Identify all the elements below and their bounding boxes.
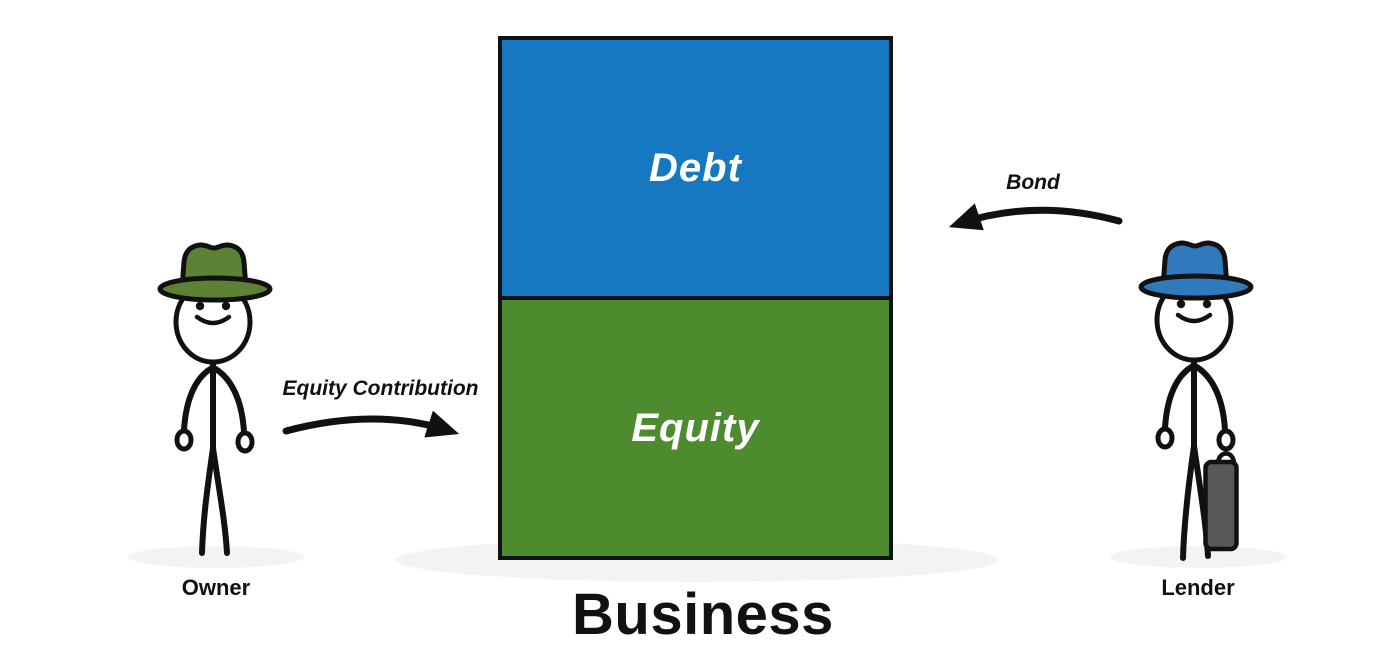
equity-section: Equity — [502, 300, 889, 556]
business-box: Debt Equity — [498, 36, 893, 560]
lender-left-arm — [1162, 363, 1196, 431]
owner-right-arm — [211, 365, 247, 435]
bond-label: Bond — [1006, 171, 1060, 194]
debt-label: Debt — [649, 145, 742, 190]
bond-arrow — [948, 203, 1123, 231]
owner-left-arm — [181, 365, 215, 433]
lender-right-hand — [1216, 428, 1236, 452]
equity-label: Equity — [631, 405, 760, 450]
owner-left-eye — [195, 301, 205, 311]
lender-left-leg — [1180, 443, 1197, 561]
lender-shadow — [1110, 546, 1286, 568]
lender-hat-brim — [1138, 273, 1254, 301]
owner-shadow — [128, 546, 304, 568]
owner-smile — [194, 314, 232, 326]
briefcase-icon — [1203, 459, 1239, 552]
lender-right-arm — [1192, 363, 1228, 433]
owner-label: Owner — [181, 575, 251, 600]
owner-right-eye — [221, 301, 231, 311]
lender-right-eye — [1202, 299, 1212, 309]
owner-figure — [157, 242, 273, 556]
owner-left-hand — [174, 428, 194, 452]
owner-right-leg — [210, 445, 230, 556]
owner-right-hand — [235, 430, 255, 454]
equity-contribution-label: Equity Contribution — [282, 377, 479, 400]
equity-contribution-arrow — [282, 410, 460, 438]
lender-smile — [1175, 312, 1213, 324]
owner-hat-brim — [157, 275, 273, 303]
lender-left-eye — [1176, 299, 1186, 309]
business-label: Business — [572, 582, 834, 647]
lender-label: Lender — [1161, 575, 1235, 600]
lender-figure — [1138, 240, 1254, 561]
lender-left-hand — [1155, 426, 1175, 450]
debt-section: Debt — [502, 40, 889, 300]
owner-left-leg — [199, 445, 216, 556]
